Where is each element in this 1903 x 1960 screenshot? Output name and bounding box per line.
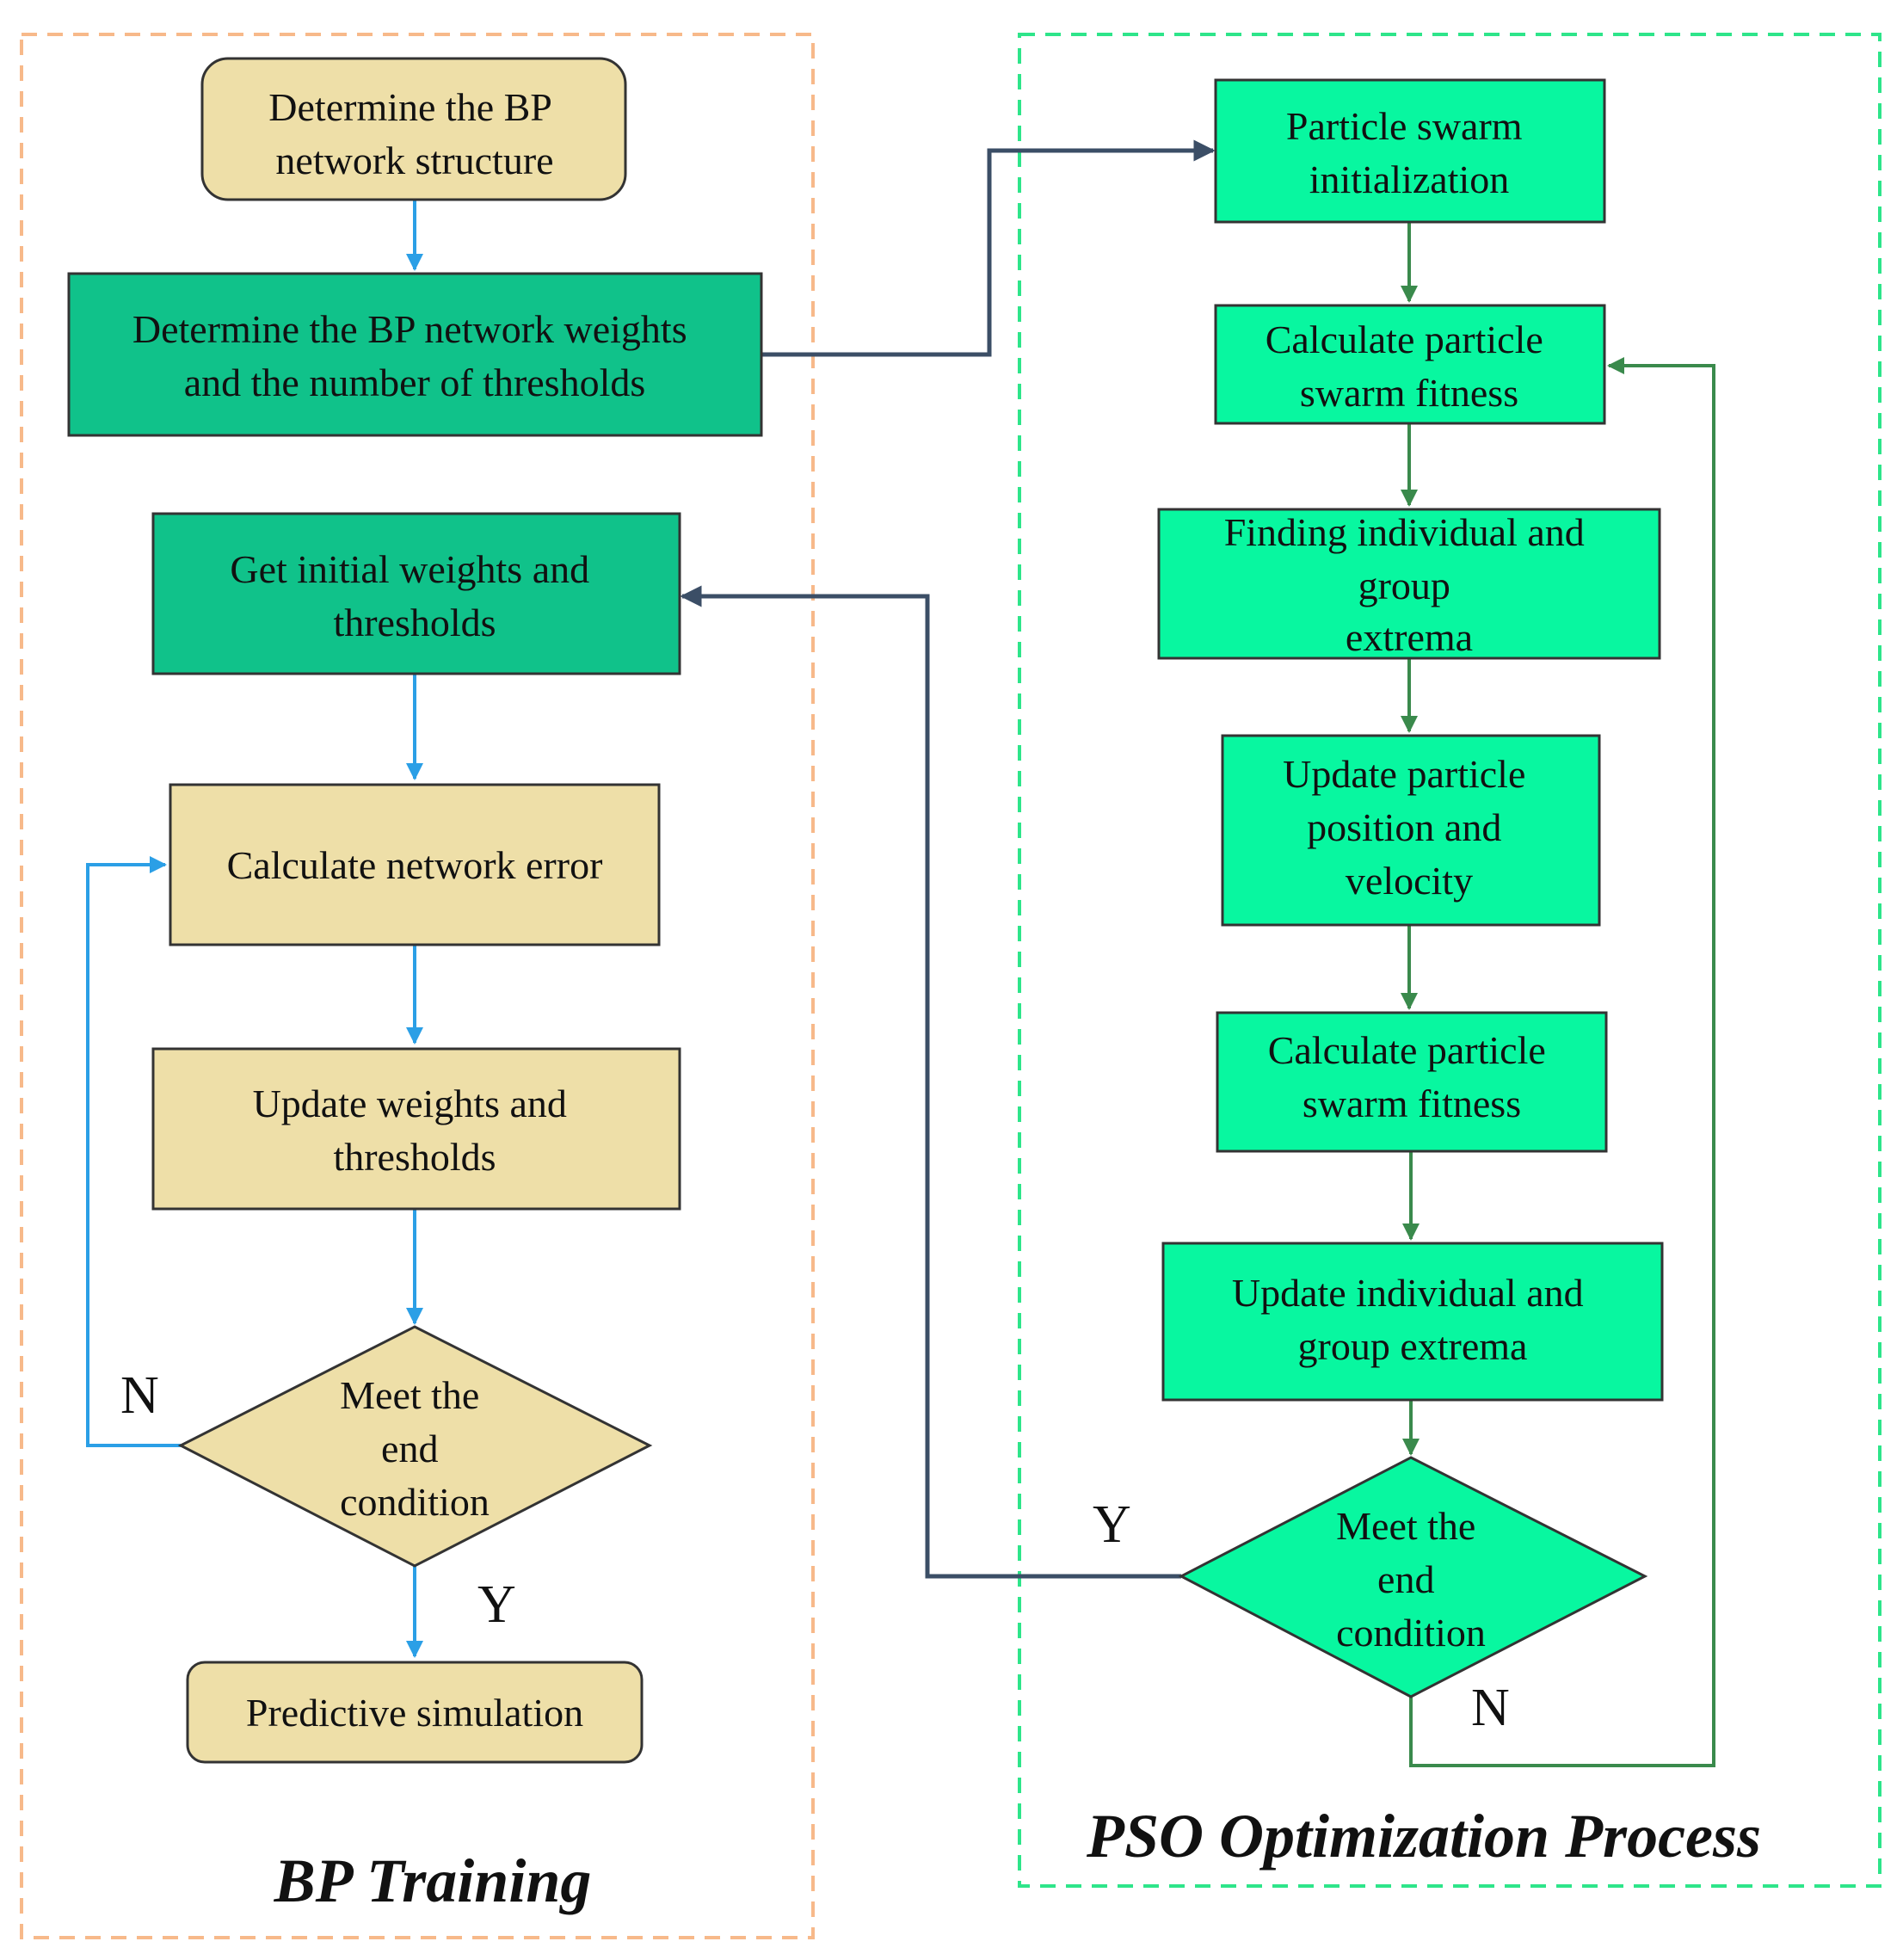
- bp-structure-line-1: Determine the BP: [268, 85, 551, 129]
- update-position-line-1: Update particle: [1283, 752, 1525, 796]
- node-fitness-2-label: Calculate particle swarm fitness: [1268, 1028, 1556, 1125]
- node-pso-init-shape: [1214, 78, 1606, 224]
- predictive-simulation-line-1: Predictive simulation: [246, 1691, 583, 1735]
- node-update-weights-label: Update weights and thresholds: [253, 1082, 577, 1179]
- arrow-bp-no-loop: [86, 856, 181, 1447]
- update-extrema-line-2: group extrema: [1298, 1324, 1528, 1368]
- node-update-extrema-label: Update individual and group extrema: [1232, 1271, 1593, 1368]
- node-update-position-shape: [1221, 734, 1601, 927]
- node-fitness-2-shape: [1216, 1011, 1608, 1153]
- update-weights-line-2: thresholds: [333, 1135, 496, 1179]
- arrow-pso-yes-to-initial: [680, 585, 1181, 1579]
- pso-init-line-2: initialization: [1309, 157, 1510, 201]
- node-bp-end-condition: Meet the end condition: [177, 1325, 653, 1568]
- node-fitness-2: Calculate particle swarm fitness: [1216, 1011, 1608, 1153]
- update-weights-line-1: Update weights and: [253, 1082, 567, 1125]
- node-fitness-1: Calculate particle swarm fitness: [1214, 304, 1606, 425]
- edge-label-bp-yes: Y: [477, 1575, 516, 1634]
- bp-structure-line-2: network structure: [275, 139, 553, 182]
- node-find-extrema-shape: [1157, 508, 1661, 660]
- bp-end-condition-line-2: end: [381, 1427, 438, 1470]
- node-update-extrema: Update individual and group extrema: [1161, 1242, 1664, 1402]
- bp-end-condition-line-1: Meet the: [340, 1373, 479, 1417]
- find-extrema-line-1: Finding individual and: [1224, 510, 1585, 554]
- node-pso-init-label: Particle swarm initialization: [1286, 104, 1532, 201]
- node-network-error: Calculate network error: [169, 783, 661, 946]
- node-initial-weights-shape: [151, 512, 681, 675]
- node-bp-structure-shape: [200, 57, 627, 201]
- node-update-position: Update particle position and velocity: [1221, 734, 1601, 927]
- node-predictive-simulation-shape: [186, 1661, 644, 1764]
- connectors: [86, 139, 1715, 1767]
- node-update-extrema-shape: [1161, 1242, 1664, 1402]
- update-extrema-line-1: Update individual and: [1232, 1271, 1584, 1315]
- pso-init-line-1: Particle swarm: [1286, 104, 1523, 148]
- pso-process-title: PSO Optimization Process: [1086, 1802, 1761, 1871]
- edge-label-pso-yes: Y: [1093, 1495, 1131, 1554]
- node-bp-weights-count: Determine the BP network weights and the…: [67, 272, 763, 437]
- initial-weights-line-1: Get initial weights and: [230, 547, 589, 591]
- update-position-line-3: velocity: [1346, 859, 1473, 903]
- node-bp-end-condition-label: Meet the end condition: [340, 1373, 490, 1524]
- node-pso-end-condition-label: Meet the end condition: [1336, 1504, 1486, 1655]
- node-predictive-simulation: Predictive simulation: [186, 1661, 644, 1764]
- fitness-2-line-2: swarm fitness: [1303, 1082, 1521, 1125]
- node-find-extrema: Finding individual and group extrema: [1157, 508, 1661, 660]
- node-bp-structure-label: Determine the BP network structure: [268, 85, 560, 182]
- node-pso-init: Particle swarm initialization: [1214, 78, 1606, 224]
- bp-weights-count-line-1: Determine the BP network weights: [132, 307, 687, 351]
- pso-end-condition-line-1: Meet the: [1336, 1504, 1475, 1548]
- node-bp-structure: Determine the BP network structure: [200, 57, 627, 201]
- network-error-line-1: Calculate network error: [227, 843, 603, 887]
- fitness-1-line-1: Calculate particle: [1266, 317, 1543, 361]
- pso-end-condition-line-3: condition: [1336, 1611, 1486, 1655]
- node-bp-weights-count-label: Determine the BP network weights and the…: [132, 307, 697, 404]
- node-bp-end-condition-shape: [177, 1325, 653, 1568]
- node-pso-end-condition: Meet the end condition: [1178, 1456, 1648, 1698]
- bp-weights-count-line-2: and the number of thresholds: [184, 361, 646, 404]
- fitness-2-line-1: Calculate particle: [1268, 1028, 1546, 1072]
- arrow-weights-to-pso-init: [761, 139, 1216, 357]
- node-initial-weights: Get initial weights and thresholds: [151, 512, 681, 675]
- node-update-weights: Update weights and thresholds: [151, 1047, 681, 1211]
- node-find-extrema-label: Finding individual and group extrema: [1224, 510, 1595, 659]
- node-fitness-1-label: Calculate particle swarm fitness: [1266, 317, 1554, 415]
- arrow-pso-no-loop: [1409, 357, 1715, 1767]
- node-fitness-1-shape: [1214, 304, 1606, 425]
- find-extrema-line-3: extrema: [1346, 615, 1473, 659]
- node-pso-end-condition-shape: [1178, 1456, 1648, 1698]
- pso-process-frame: [1018, 33, 1881, 1888]
- node-bp-weights-count-shape: [67, 272, 763, 437]
- edge-label-pso-no: N: [1471, 1679, 1510, 1737]
- bp-training-frame: [20, 33, 815, 1939]
- node-update-weights-shape: [151, 1047, 681, 1211]
- node-predictive-simulation-label: Predictive simulation: [246, 1691, 583, 1735]
- node-network-error-shape: [169, 783, 661, 946]
- pso-end-condition-line-2: end: [1377, 1557, 1434, 1601]
- fitness-1-line-2: swarm fitness: [1300, 371, 1518, 415]
- bp-end-condition-line-3: condition: [340, 1480, 490, 1524]
- edge-label-bp-no: N: [120, 1366, 159, 1425]
- bp-training-title: BP Training: [274, 1846, 592, 1915]
- initial-weights-line-2: thresholds: [333, 601, 496, 644]
- node-network-error-label: Calculate network error: [227, 843, 603, 887]
- node-update-position-label: Update particle position and velocity: [1283, 752, 1536, 903]
- find-extrema-line-2: group: [1358, 564, 1450, 607]
- update-position-line-2: position and: [1307, 805, 1501, 849]
- node-initial-weights-label: Get initial weights and thresholds: [230, 547, 599, 644]
